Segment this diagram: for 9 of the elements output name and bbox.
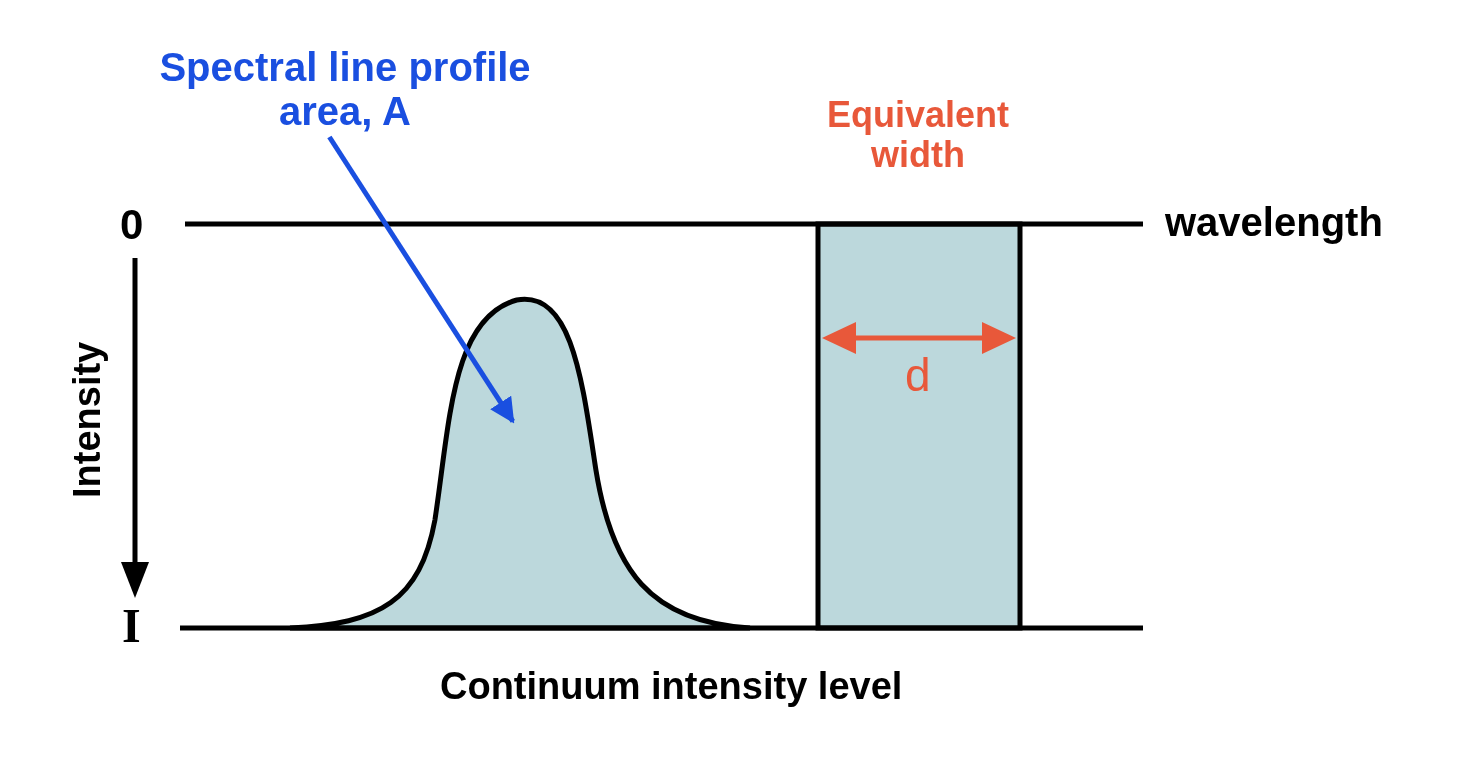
axis-tick-label: 0 bbox=[120, 202, 144, 249]
axis-label: Intensity bbox=[67, 341, 109, 499]
label-text: Equivalent width bbox=[825, 95, 1010, 175]
axis-label: Continuum intensity level bbox=[440, 666, 903, 708]
axis-label: wavelength bbox=[1165, 200, 1383, 244]
axis-tick-label: I bbox=[122, 600, 141, 653]
leader-arrow bbox=[327, 135, 515, 424]
annotation-text: Spectral line profile area, A bbox=[150, 45, 540, 133]
dimension-label: d bbox=[905, 350, 931, 401]
